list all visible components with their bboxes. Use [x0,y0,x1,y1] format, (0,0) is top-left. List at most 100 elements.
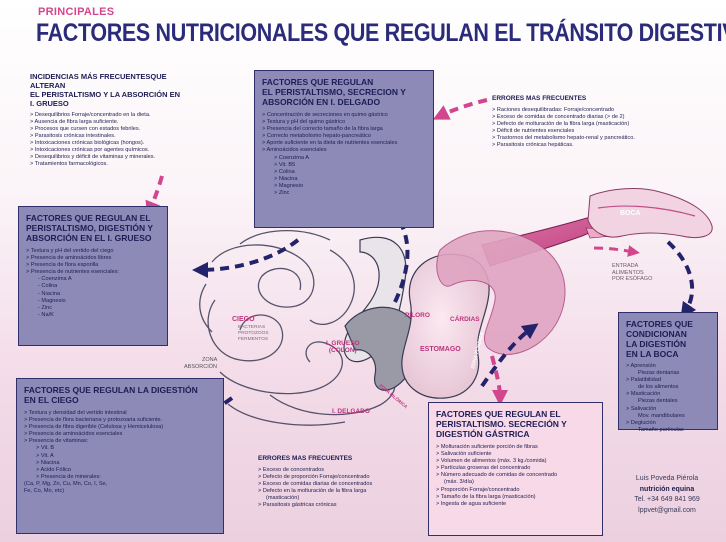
list-item: Mov. mandibulares [626,413,710,420]
list-item: Fe, Co, Mo, etc) [24,488,216,495]
ciego-list: > Textura y densidad del vertido intesti… [24,410,216,495]
mouth-shape [588,189,712,238]
list-item: (masticación) [258,495,428,502]
label-grueso-line: I. GRUESO [326,340,360,347]
list-item: > Vit. B5 [262,162,426,169]
boca-factors-box: FACTORES QUE CONDICIONAN LA DIGESTIÓN EN… [618,312,718,430]
list-item: > Concentración de secreciones en quimo … [262,112,426,119]
list-item: > Intoxicaciones crónicas biológicas (ho… [30,140,200,147]
incidencias-list: > Desequilibrios Forraje/concentrado en … [30,112,200,168]
grueso-title-line: ABSORCIÓN EN EL I. GRUESO [26,233,160,243]
grueso-title-line: FACTORES QUE REGULAN EL [26,213,160,223]
ciego-factors-box: FACTORES QUE REGULAN LA DIGESTIÓN EN EL … [16,378,224,534]
incidencias-title-line: I. GRUESO [30,99,200,108]
list-item: > Vit. B [24,445,216,452]
list-item: - Coenzima A [26,276,160,283]
list-item: > Salivación [626,406,710,413]
list-item: > Ingesta de agua suficiente [436,501,595,508]
boca-title-line: FACTORES QUE [626,319,710,329]
delgado-title-line: EL PERISTALTISMO, SECRECION Y [262,87,426,97]
grueso-title: FACTORES QUE REGULAN EL PERISTALTISMO, D… [26,213,160,243]
errores-bottom-list: > Exceso de concentrados > Defecto de pr… [258,467,428,509]
errores-bottom-block: ERRORES MAS FRECUENTES > Exceso de conce… [258,454,428,509]
list-item: > Trastornos del metabolismo hepato-rena… [492,135,692,142]
credits-org: nutrición equina [614,485,720,496]
list-item: > Presencia del correcto tamaño de la fi… [262,126,426,133]
label-grueso: I. GRUESO (COLON) [326,340,360,354]
gastrica-title-line: PERISTALTISMO. SECRECIÓN Y [436,419,595,429]
list-item: > Aporte suficiente en la dieta de nutri… [262,140,426,147]
delgado-title-line: FACTORES QUE REGULAN [262,77,426,87]
list-item: > Raciones desequilibradas: Forraje/conc… [492,107,692,114]
label-entrada-line: POR ESÓFAGO [612,276,652,283]
list-item: > Presencia de flora bacteriana y protoz… [24,417,216,424]
ciego-title-line: FACTORES QUE REGULAN LA DIGESTIÓN [24,385,216,395]
list-item: > Proporción Forraje/concentrado [436,487,595,494]
list-item: > Desequilibrios y déficit de vitaminas … [30,154,200,161]
list-item: > Defecto en la molturación de la fibra … [258,488,428,495]
list-item: > Defecto de molturación de la fibra lar… [492,121,692,128]
list-item: - Magnesio [26,298,160,305]
gastrica-factors-box: FACTORES QUE REGULAN EL PERISTALTISMO. S… [428,402,603,536]
list-item: > Textura y pH del vertido del ciego [26,248,160,255]
label-cardias: CÁRDIAS [450,316,480,323]
list-item: > Número adecuado de comidas de concentr… [436,472,595,479]
list-item: (máx. 3/día) [436,479,595,486]
list-item: > Parasitosis crónicas hepáticas. [492,142,692,149]
label-delgado: I. DELGADO [332,408,370,415]
boca-title-line: LA DIGESTIÓN [626,339,710,349]
list-item: > Exceso de concentrados [258,467,428,474]
incidencias-title-line: INCIDENCIAS MÁS FRECUENTESQUE ALTERAN [30,72,200,90]
list-item: > Exceso de comidas diarias de concentra… [258,481,428,488]
list-item: > Partículas groseras del concentrado [436,465,595,472]
list-item: > Presencia de flora esporilla [26,262,160,269]
grueso-title-line: PERISTALTISMO, DIGESTIÓN Y [26,223,160,233]
boca-title-line: EN LA BOCA [626,349,710,359]
list-item: > Coenzima A [262,155,426,162]
credits-email: lppvet@gmail.com [614,506,720,517]
list-item: > Déficit de nutrientes esenciales [492,128,692,135]
list-item: > Colina [262,169,426,176]
list-item: > Ausencia de fibra larga suficiente. [30,119,200,126]
incidencias-title: INCIDENCIAS MÁS FRECUENTESQUE ALTERAN EL… [30,72,200,108]
label-boca: BOCA [620,210,641,217]
list-item: > Molturación suficiente porción de fibr… [436,444,595,451]
list-item: > Deglución [626,420,710,427]
header-kicker: PRINCIPALES [38,6,114,18]
credits-name: Luis Poveda Piérola [614,474,720,485]
list-item: > Textura y densidad del vertido intesti… [24,410,216,417]
list-item: > Tratamientos farmacológicos. [30,161,200,168]
list-item: > Aminoácidos esenciales [262,147,426,154]
list-item: > Zinc [262,190,426,197]
boca-list: > Aprensión Piezas dentarias > Palatibil… [626,363,710,434]
list-item: > Niacina [24,460,216,467]
list-item: > Presencia de nutrientes esenciales: [26,269,160,276]
label-ciego: CIEGO [232,316,255,323]
label-piloro: PÍLORO [405,312,430,319]
list-item: > Parasitosis crónicas intestinales. [30,133,200,140]
label-grueso-line: (COLON) [326,347,360,354]
label-zona-absorcion: ZONA ABSORCIÓN [184,357,217,370]
gastrica-title: FACTORES QUE REGULAN EL PERISTALTISMO. S… [436,409,595,439]
list-item: > Correcto metabolismo hepato-pancreátic… [262,133,426,140]
grueso-factors-box: FACTORES QUE REGULAN EL PERISTALTISMO, D… [18,206,168,346]
errores-top-block: ERRORES MAS FRECUENTES > Raciones desequ… [492,94,692,149]
list-item: > Exceso de comidas de concentrado diari… [492,114,692,121]
list-item: - Colina [26,283,160,290]
list-item: > Aprensión [626,363,710,370]
label-ciego-sub-line: FERMENTOS [238,337,269,343]
page-title: FACTORES NUTRICIONALES QUE REGULAN EL TR… [36,19,726,48]
list-item: - Na/K [26,312,160,319]
gastrica-list: > Molturación suficiente porción de fibr… [436,444,595,508]
list-item: > Presencia de minerales: [24,474,216,481]
list-item: > Presencia de vitaminas: [24,438,216,445]
incidencias-title-line: EL PERISTALTISMO Y LA ABSORCIÓN EN [30,90,200,99]
boca-title: FACTORES QUE CONDICIONAN LA DIGESTIÓN EN… [626,319,710,359]
errores-top-title: ERRORES MAS FRECUENTES [492,94,692,103]
list-item: > Palatibilidad [626,377,710,384]
list-item: > Textura y pH del quimo gástrico [262,119,426,126]
list-item: > Masticación [626,391,710,398]
list-item: > Parasitosis gástricas crónicas [258,502,428,509]
list-item: Tamaño partículas [626,427,710,434]
list-item: > Vit. A [24,453,216,460]
